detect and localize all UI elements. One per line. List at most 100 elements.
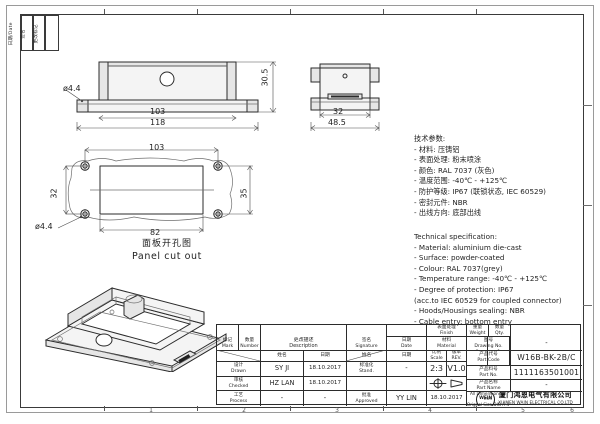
- rev-header-number: 数量 Number: [239, 337, 261, 351]
- rev-header-date-cn: 日期: [401, 337, 412, 343]
- rev-blank-signature: [347, 325, 387, 337]
- approved-name: YY LIN: [387, 391, 427, 406]
- part-no-label-en: Part No.: [479, 372, 498, 378]
- spec-en-line: - Colour: RAL 7037(grey): [414, 263, 503, 273]
- rev-diagonal-decoration: [216, 350, 260, 361]
- role-standard-en: Stand.: [359, 369, 374, 374]
- role-process-cn: 工艺: [233, 392, 244, 398]
- column-number: 2: [242, 407, 246, 414]
- drawing-no-label-cn: 图号: [483, 337, 494, 343]
- sheet-inner-border: [20, 14, 584, 408]
- role-drawn: 设计 Drawn: [217, 362, 261, 377]
- rev-header-mark: 标记 Mark: [217, 337, 239, 351]
- dimension-note: All Dimensions in mm Orignal Size DIN A …: [466, 391, 510, 407]
- company-logo-text: WEIN: [479, 396, 493, 402]
- drawing-no-label: 图号 Drawing No.: [467, 337, 511, 351]
- sheet-outer-border: [6, 5, 594, 413]
- margin-label-mark: 更改标记: [34, 24, 40, 44]
- rev-sub-name-right-cn: 姓名: [361, 353, 372, 359]
- projection-symbol: [427, 377, 467, 391]
- qty-label-en: Qty.: [495, 330, 504, 336]
- column-tick: [104, 406, 105, 411]
- weight-label-en: Weight: [469, 330, 486, 336]
- company-name-cn: 厦门鸿恩电气有限公司: [498, 392, 572, 399]
- spec-cn-line: - 材料: 压铸铝: [414, 144, 460, 154]
- dim-cutout-hole: ø4.4: [35, 222, 53, 231]
- qty-label-cn: 数量: [494, 325, 505, 330]
- rev-sub-date-right-cn: 日期: [401, 353, 412, 359]
- rev-label-en: REV.: [451, 356, 462, 361]
- spec-en-line: - Cable entry: bottom entry: [414, 316, 513, 326]
- rev-blank-number: [239, 325, 261, 337]
- scale-value: 2:3: [427, 362, 447, 377]
- role-approved-cn: 批准: [361, 392, 372, 398]
- scale-label-cn: 比例: [431, 351, 442, 356]
- row-tick: [583, 105, 592, 106]
- rev-value: V1.0: [447, 362, 467, 377]
- dim-front-outer-width: 118: [150, 118, 166, 127]
- title-block: 标记 Mark 数量 Number 更改描述 Description 签名 Si…: [216, 324, 582, 406]
- spec-cn-line: - 防护等级: IP67 (联锁状态, IEC 60529): [414, 186, 546, 196]
- part-no-value: 1111163501001: [511, 366, 582, 380]
- spec-english: Technical specification: - Material: alu…: [414, 232, 562, 327]
- dim-cutout-pitch-height: 32: [49, 188, 59, 199]
- weight-label: 重量 Weight: [467, 325, 489, 337]
- qty-label: 数量 Qty.: [489, 325, 511, 337]
- weight-value: -: [466, 336, 488, 366]
- spec-en-line: - Surface: powder-coated: [414, 253, 505, 263]
- rev-header-number-en: Number: [240, 343, 259, 349]
- material-label-cn: 材料: [441, 337, 452, 343]
- margin-box-sign: [33, 15, 45, 51]
- process-name: -: [261, 391, 304, 406]
- finish-label: 表面处理 Finish: [427, 325, 467, 337]
- spec-chinese: 技术参数: - 材料: 压铸铝 - 表面处理: 粉末喷涂 - 颜色: RAL 7…: [414, 134, 546, 219]
- company-logo-icon: WEIN: [476, 392, 496, 406]
- panel-cutout-caption: 面板开孔图 Panel cut out: [92, 236, 242, 262]
- dimension-note-line2: Orignal Size DIN A 4: [466, 401, 510, 407]
- spec-cn-title: 技术参数:: [414, 134, 446, 143]
- rev-sub-date-cn: 日期: [320, 353, 330, 359]
- part-code-label-cn: 产品代号: [479, 352, 498, 358]
- row-tick: [583, 305, 592, 306]
- rev-sub-name-cn: 姓名: [277, 353, 287, 359]
- rev-header-desc-cn: 更改描述: [293, 337, 314, 343]
- column-number: 3: [335, 407, 339, 414]
- qty-value: -: [488, 336, 510, 366]
- view-panel-cutout: [50, 142, 280, 242]
- role-drawn-en: Drawn: [231, 369, 246, 374]
- row-tick: [583, 205, 592, 206]
- column-number: 1: [149, 407, 153, 414]
- role-approved: 批准 Approved: [347, 391, 387, 406]
- role-process: 工艺 Process: [217, 391, 261, 406]
- role-drawn-cn: 设计: [233, 363, 244, 369]
- rev-header-number-cn: 数量: [244, 337, 255, 343]
- part-name-label-cn: 产品名称: [479, 380, 498, 385]
- drawn-date: 18.10.2017: [304, 362, 347, 377]
- view-front: [60, 52, 290, 122]
- rev-label-cn: 版本: [451, 351, 462, 356]
- column-tick: [383, 406, 384, 411]
- rev-header-desc-en: Description: [289, 342, 318, 349]
- role-checked-cn: 审核: [233, 377, 244, 383]
- role-process-en: Process: [229, 398, 248, 404]
- finish-label-cn: 表面处理: [437, 325, 456, 330]
- role-standard: 标准化 Stand.: [347, 362, 387, 377]
- column-tick: [197, 9, 198, 14]
- rev-sub-date: 日期: [304, 351, 347, 362]
- rev-blank-date: [387, 325, 427, 337]
- checked-date: 18.10.2017: [304, 377, 347, 391]
- part-code-label-en: Part Code: [477, 358, 500, 363]
- scale-label-en: Scale: [430, 356, 443, 361]
- rev-header-mark-cn: 标记: [222, 337, 233, 343]
- dim-cutout-pitch-width: 103: [149, 143, 165, 152]
- margin-box-date: [21, 15, 33, 51]
- column-tick: [197, 406, 198, 411]
- spec-cn-line: - 颜色: RAL 7037 (灰色): [414, 165, 495, 175]
- rev-sub-name-right: 姓名: [347, 351, 387, 362]
- margin-label-sign: 签名: [21, 29, 27, 39]
- rev-diagonal-decoration-right: [346, 350, 386, 361]
- spec-en-line: (acc.to IEC 60529 for coupled connector): [414, 295, 562, 305]
- spec-en-line: - Hoods/Housings sealing: NBR: [414, 306, 525, 316]
- company-block: WEIN 厦门鸿恩电气有限公司 XIAMEN WAIN ELECTRICAL C…: [467, 392, 582, 406]
